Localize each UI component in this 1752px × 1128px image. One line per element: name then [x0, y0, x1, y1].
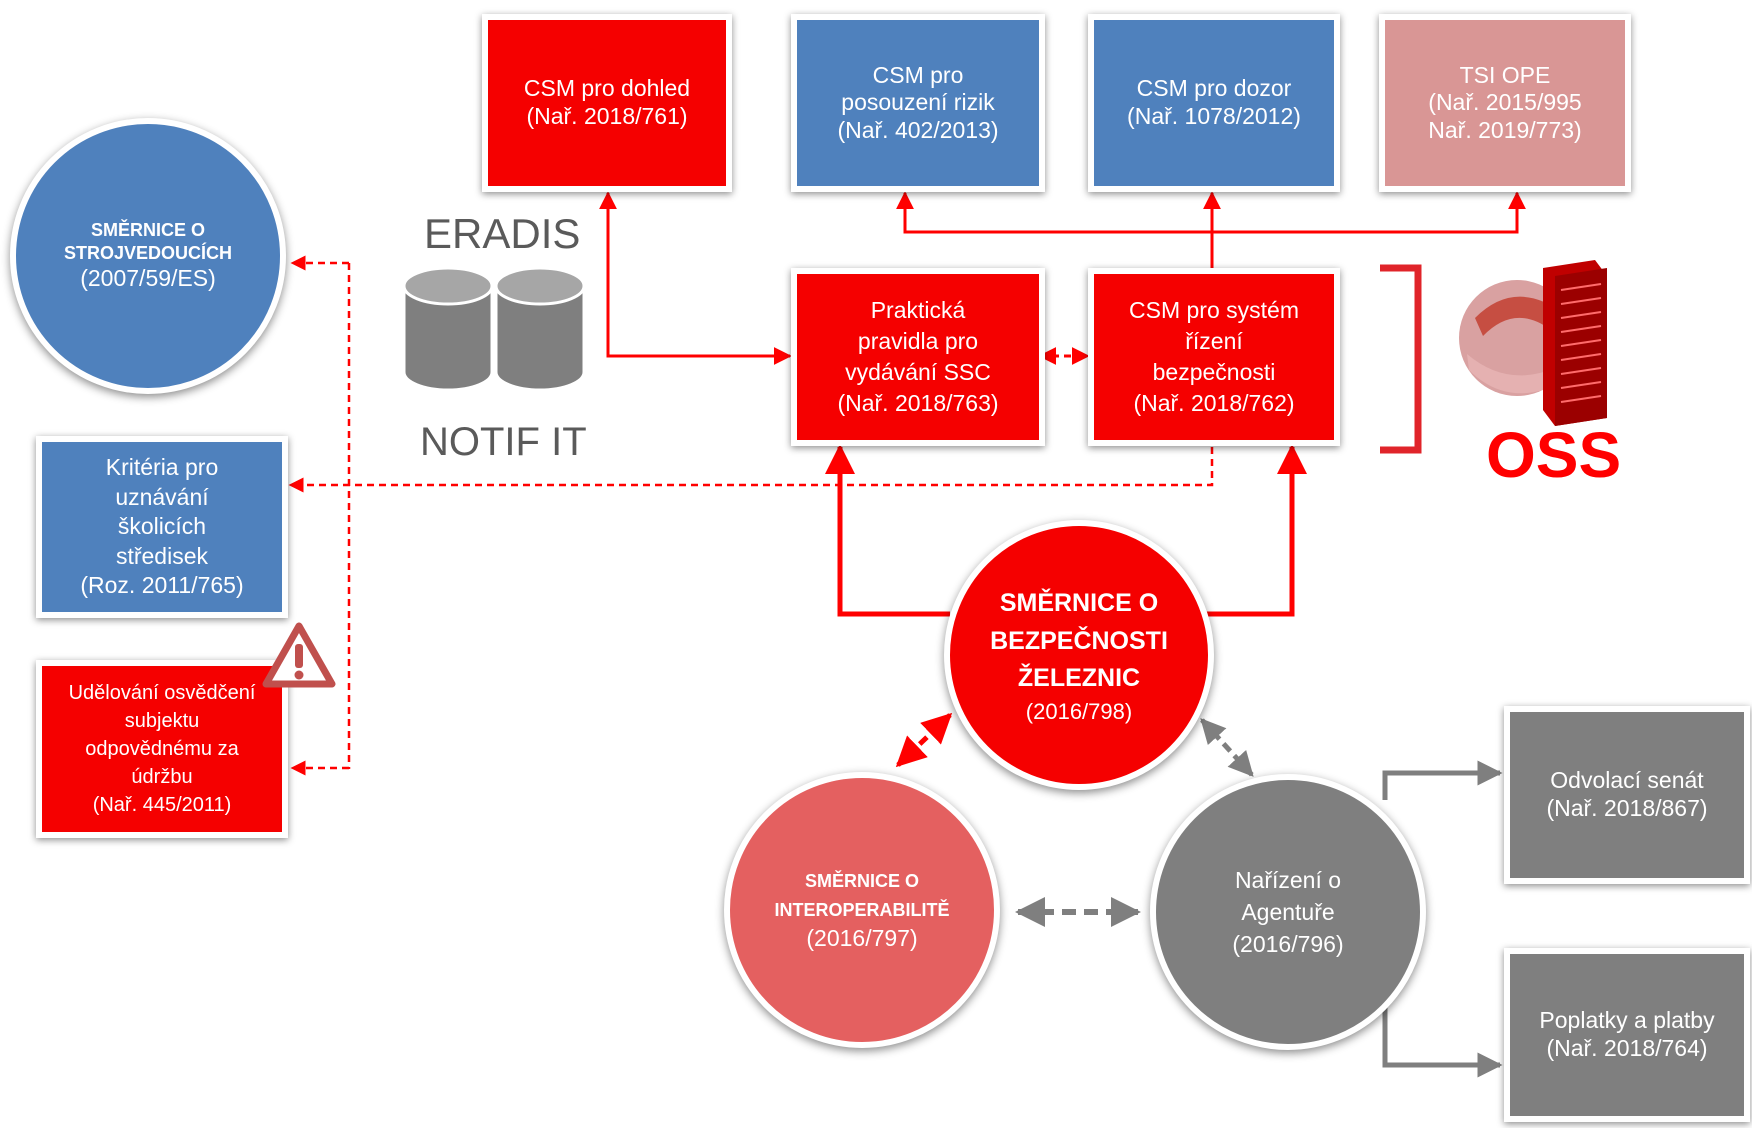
smernice-bezpecnosti-circle: SMĚRNICE O BEZPEČNOSTI ŽELEZNIC (2016/79…	[944, 520, 1214, 790]
udrzba-line4: údržbu	[131, 766, 193, 788]
connector-agentura-to-right	[1382, 760, 1503, 1078]
interop-line1: SMĚRNICE O	[804, 870, 919, 891]
strojvedouci-line3: (2007/59/ES)	[80, 265, 216, 292]
kriteria-line4: středisek	[115, 542, 209, 569]
csm-dozor-line1: CSM pro dozor	[1136, 75, 1292, 102]
prakticka-pravidla-ssc-box: Praktická pravidla pro vydávání SSC (Nař…	[791, 268, 1045, 446]
udelovani-osvedceni-box: Udělování osvědčení subjektu odpovědnému…	[36, 660, 288, 838]
database-icon	[402, 266, 586, 392]
poplatky-line1: Poplatky a platby	[1539, 1007, 1715, 1034]
ssc-line3: vydávání SSC	[845, 359, 991, 385]
sms-line2: řízení	[1185, 327, 1243, 354]
poplatky-line2: (Nař. 2018/764)	[1546, 1035, 1708, 1061]
connector-sms-to-kriteria	[288, 447, 1214, 493]
csm-dohled-line1: CSM pro dohled	[523, 75, 691, 102]
tsi-ope-line1: TSI OPE	[1459, 61, 1551, 88]
csm-dozor-line2: (Nař. 1078/2012)	[1127, 103, 1301, 129]
ssc-line2: pravidla pro	[857, 327, 979, 354]
udrzba-line1: Udělování osvědčení	[68, 682, 256, 704]
connector-bezpecnost-interop	[895, 712, 953, 768]
tsi-ope-box: TSI OPE (Nař. 2015/995 Nař. 2019/773)	[1379, 14, 1631, 192]
agentura-line3: (2016/796)	[1232, 931, 1344, 958]
strojvedouci-line1: SMĚRNICE O	[90, 220, 205, 241]
connector-bezpecnost-agentura	[1200, 718, 1254, 777]
warning-icon	[262, 622, 336, 688]
agentura-line2: Agentuře	[1241, 898, 1335, 925]
strojvedouci-line2: STROJVEDOUCÍCH	[63, 242, 233, 263]
bezpecnost-line1: SMĚRNICE O	[999, 589, 1159, 617]
kriteria-skolicich-stredisek-box: Kritéria pro uznávání školicích středise…	[36, 436, 288, 618]
ssc-line4: (Nař. 2018/763)	[837, 390, 999, 417]
odvolaci-line1: Odvolací senát	[1550, 767, 1704, 794]
csm-rizik-line2: posouzení rizik	[841, 89, 995, 116]
connector-strojvedouci-udrzba	[290, 255, 351, 776]
odvolaci-senat-box: Odvolací senát (Nař. 2018/867)	[1504, 706, 1750, 884]
narizeni-o-agenture-circle: Nařízení o Agentuře (2016/796)	[1150, 774, 1426, 1050]
kriteria-line3: školicích	[117, 513, 207, 540]
udrzba-line5: (Nař. 445/2011)	[92, 794, 232, 816]
csm-dozor-box: CSM pro dozor (Nař. 1078/2012)	[1088, 14, 1340, 192]
odvolaci-line2: (Nař. 2018/867)	[1546, 795, 1708, 821]
ssc-line1: Praktická	[870, 296, 966, 323]
bezpecnost-line2: BEZPEČNOSTI	[990, 626, 1168, 655]
bezpecnost-line4: (2016/798)	[1025, 698, 1133, 724]
kriteria-line2: uznávání	[115, 483, 209, 510]
connector-bezpecnost-to-ssc	[825, 444, 950, 617]
oss-label: OSS	[1486, 419, 1622, 491]
interop-line3: (2016/797)	[806, 925, 918, 952]
smernice-strojvedouci-circle: SMĚRNICE O STROJVEDOUCÍCH (2007/59/ES)	[10, 118, 286, 394]
connector-sms-to-top-boxes	[896, 191, 1526, 268]
tsi-ope-line2: (Nař. 2015/995	[1428, 89, 1582, 116]
oss-bracket	[1380, 264, 1422, 454]
sms-line4: (Nař. 2018/762)	[1133, 390, 1295, 417]
csm-rizik-line3: (Nař. 402/2013)	[837, 116, 999, 143]
udrzba-line3: odpovědnému za	[85, 738, 239, 760]
tsi-ope-line3: Nař. 2019/773)	[1428, 116, 1582, 143]
bezpecnost-line3: ŽELEZNIC	[1017, 664, 1141, 692]
notif-it-label: NOTIF IT	[420, 420, 587, 464]
connector-bezpecnost-to-sms	[1195, 444, 1307, 617]
poplatky-a-platby-box: Poplatky a platby (Nař. 2018/764)	[1504, 948, 1750, 1122]
interop-line2: INTEROPERABILITĚ	[774, 899, 950, 920]
kriteria-line5: (Roz. 2011/765)	[80, 572, 244, 599]
csm-system-rizeni-bezpecnosti-box: CSM pro systém řízení bezpečnosti (Nař. …	[1088, 268, 1340, 446]
connector-dohled-to-ssc	[599, 191, 792, 365]
csm-dohled-line2: (Nař. 2018/761)	[526, 103, 688, 129]
eradis-label: ERADIS	[424, 210, 581, 257]
kriteria-line1: Kritéria pro	[105, 454, 219, 481]
sms-line1: CSM pro systém	[1129, 296, 1299, 323]
sms-line3: bezpečnosti	[1152, 359, 1276, 385]
csm-rizik-line1: CSM pro	[872, 61, 964, 88]
csm-posouzeni-rizik-box: CSM pro posouzení rizik (Nař. 402/2013)	[791, 14, 1045, 192]
csm-dohled-box: CSM pro dohled (Nař. 2018/761)	[482, 14, 732, 192]
udrzba-line2: subjektu	[124, 710, 200, 732]
smernice-interoperabilita-circle: SMĚRNICE O INTEROPERABILITĚ (2016/797)	[724, 772, 1000, 1048]
server-globe-icon	[1459, 260, 1607, 426]
agentura-line1: Nařízení o	[1234, 866, 1342, 893]
